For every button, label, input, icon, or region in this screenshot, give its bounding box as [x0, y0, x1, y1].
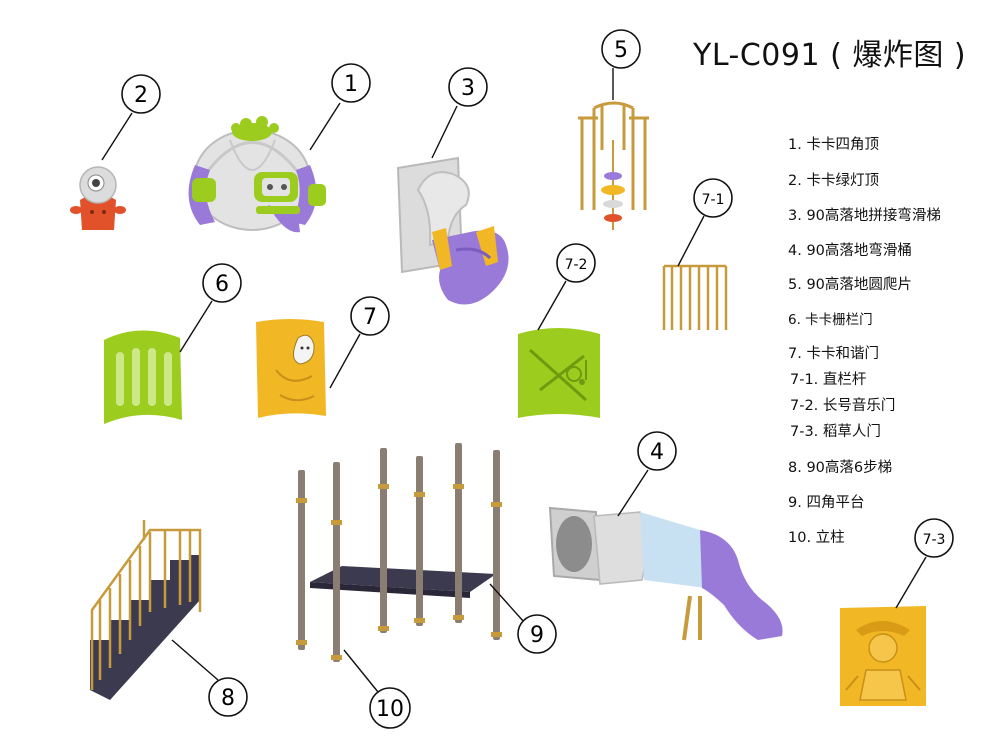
part-2-figure — [70, 166, 126, 230]
part-3-slide — [396, 156, 509, 305]
legend-item: 7-2. 长号音乐门 — [790, 398, 896, 414]
part-5-climber — [578, 101, 649, 230]
callout-4: 4 — [617, 431, 677, 517]
callout-1: 1 — [309, 63, 371, 151]
legend-item: 6. 卡卡栅栏门 — [788, 312, 873, 328]
callout-label: 6 — [215, 272, 229, 297]
part-7-1-railing — [662, 264, 728, 330]
part-4-tube-slide — [548, 506, 783, 641]
legend-item: 3. 90高落地拼接弯滑梯 — [788, 208, 941, 224]
part-8-stairs — [90, 520, 202, 700]
part-7-2-music-door — [518, 328, 600, 418]
legend-item: 2. 卡卡绿灯顶 — [788, 173, 879, 189]
callout-label: 5 — [614, 38, 628, 63]
callout-label: 10 — [376, 697, 404, 722]
callout-label: 4 — [650, 440, 664, 465]
callout-3: 3 — [431, 67, 488, 159]
diagram-title: YL-C091 ( 爆炸图 ) — [693, 38, 967, 73]
legend-item: 4. 90高落地弯滑桶 — [788, 243, 912, 259]
callout-label: 7-1 — [702, 192, 725, 208]
callout-10: 10 — [343, 649, 411, 729]
callout-8: 8 — [171, 639, 248, 717]
callout-label: 7-2 — [565, 257, 588, 273]
legend-item: 7-3. 稻草人门 — [790, 424, 881, 440]
callout-7-3: 7-3 — [895, 518, 954, 609]
callout-5: 5 — [601, 29, 641, 100]
legend-item: 5. 90高落地圆爬片 — [788, 277, 912, 293]
callout-9: 9 — [489, 583, 557, 654]
part-1-roof — [188, 116, 326, 233]
legend-item: 8. 90高落6步梯 — [788, 460, 893, 476]
part-7-harmony-door — [256, 319, 326, 418]
legend-item: 9. 四角平台 — [788, 495, 865, 511]
legend-item: 10. 立柱 — [788, 530, 845, 546]
callout-2: 2 — [101, 74, 161, 161]
callout-label: 7-3 — [923, 532, 946, 548]
legend-item: 7-1. 直栏杆 — [790, 372, 867, 388]
part-7-3-scarecrow-door — [840, 606, 926, 706]
callout-7-1: 7-1 — [677, 178, 733, 267]
callout-label: 8 — [221, 686, 235, 711]
part-5-discs — [601, 172, 625, 222]
legend-item: 1. 卡卡四角顶 — [788, 137, 879, 153]
legend-item: 7. 卡卡和谐门 — [788, 346, 879, 362]
callout-label: 1 — [344, 72, 358, 97]
callout-label: 7 — [363, 305, 377, 330]
part-6-fence-door — [104, 330, 182, 424]
part-9-platform — [310, 566, 496, 598]
callout-6: 6 — [179, 263, 242, 353]
callout-label: 3 — [461, 76, 475, 101]
part-10-posts — [296, 443, 502, 662]
callout-label: 9 — [530, 623, 544, 648]
callout-label: 2 — [134, 83, 148, 108]
callout-7: 7 — [329, 296, 390, 389]
callout-7-2: 7-2 — [537, 243, 596, 331]
